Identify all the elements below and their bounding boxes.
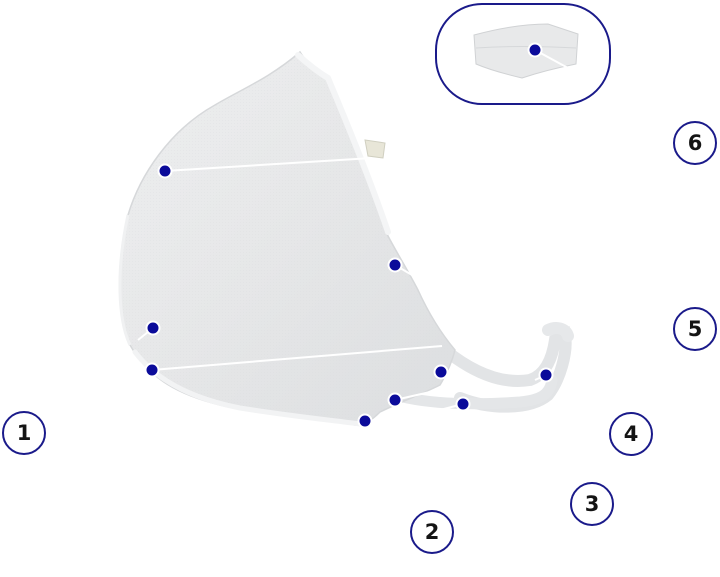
nose-tab <box>364 139 386 159</box>
mask-rim <box>295 52 391 235</box>
marker-dot <box>433 364 449 380</box>
marker-dot <box>357 413 373 429</box>
callout-badge-5: 5 <box>673 307 717 351</box>
callout-badge-2: 2 <box>410 510 454 554</box>
ear-loop-lower <box>389 374 558 410</box>
inset-frame <box>435 3 611 105</box>
marker-dot <box>145 320 161 336</box>
marker-dot <box>538 367 554 383</box>
marker-dot <box>157 163 173 179</box>
callout-badge-6: 6 <box>673 121 717 165</box>
marker-dots <box>144 42 554 429</box>
callout-badge-1: 1 <box>2 411 46 455</box>
marker-dot <box>144 362 160 378</box>
marker-dot <box>387 257 403 273</box>
marker-dot <box>455 396 471 412</box>
marker-dot <box>387 392 403 408</box>
inset-mask <box>473 23 579 79</box>
callout-badge-3: 3 <box>570 482 614 526</box>
callout-badge-4: 4 <box>609 412 653 456</box>
marker-dot <box>527 42 543 58</box>
